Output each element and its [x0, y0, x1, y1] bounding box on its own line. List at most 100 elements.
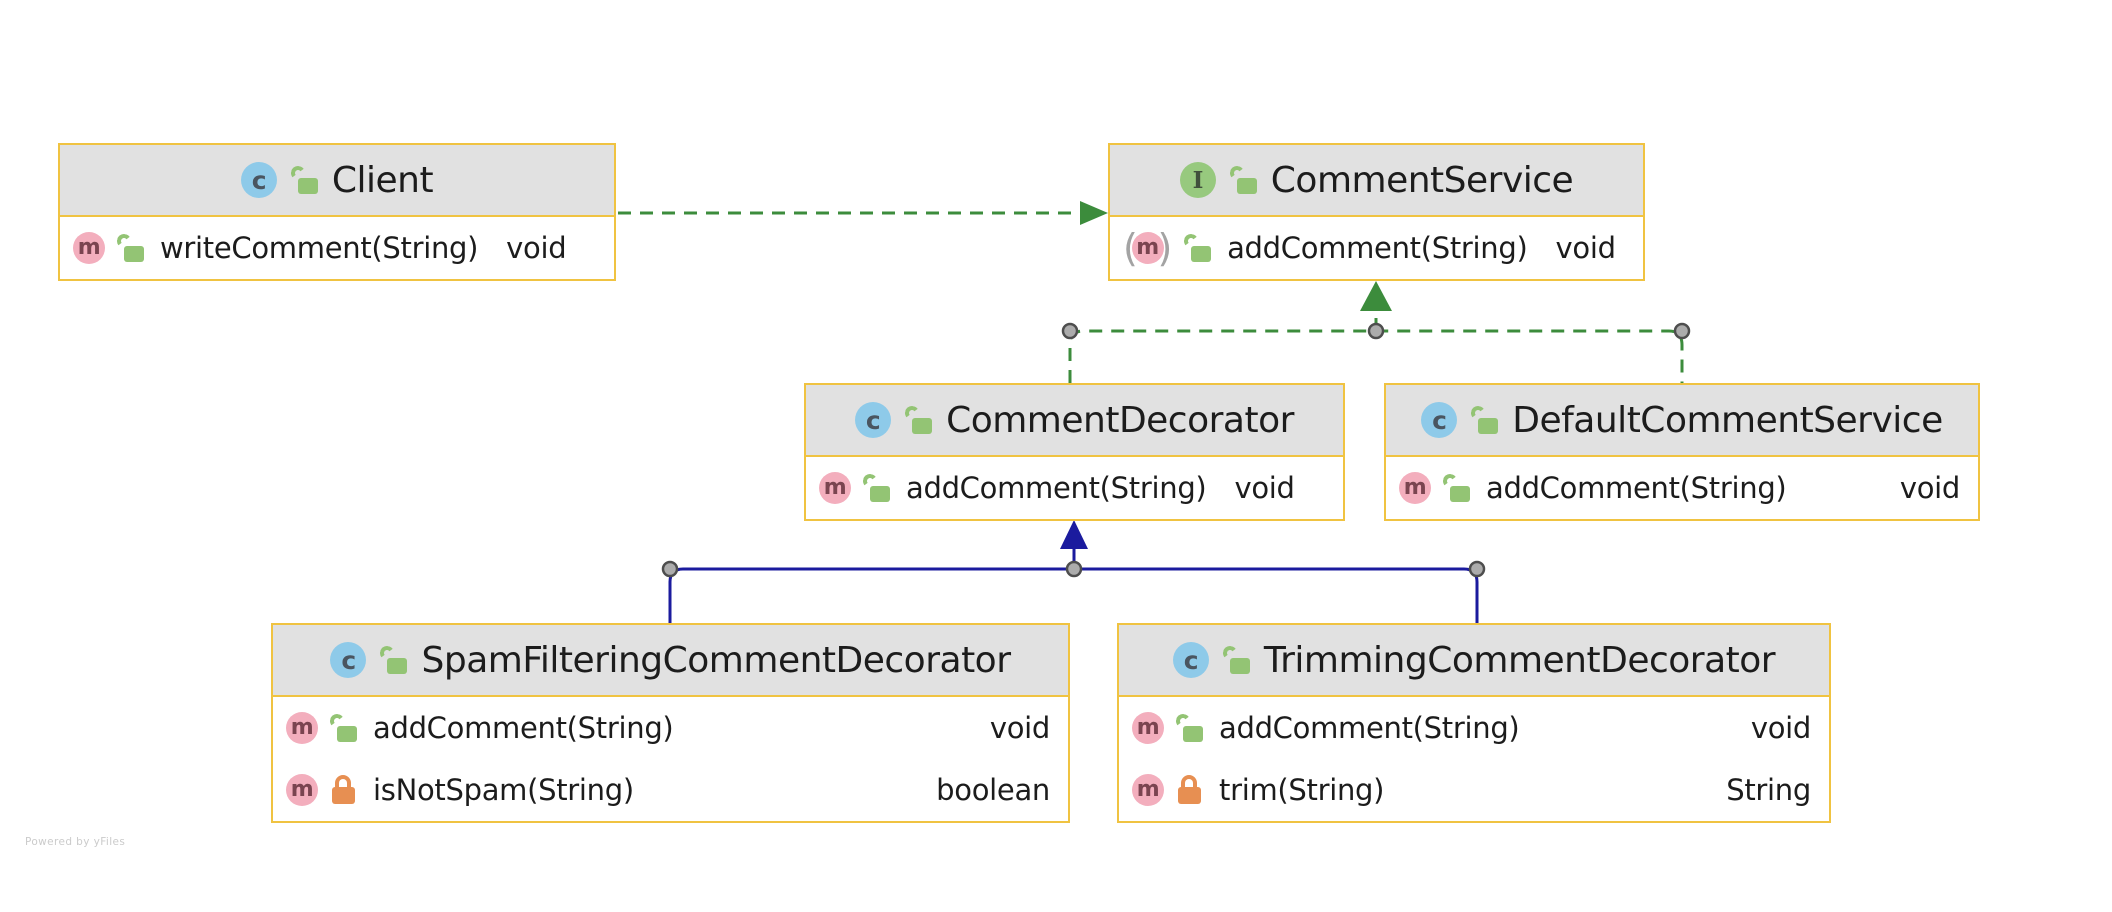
method-signature: writeComment(String)	[160, 231, 479, 265]
interface-icon: I	[1179, 162, 1216, 198]
kind-letter: c	[1432, 405, 1447, 435]
method-return-type: void	[506, 231, 567, 265]
method-signature: addComment(String)	[1227, 231, 1528, 265]
kind-letter: c	[251, 165, 267, 195]
method-signature: addComment(String)	[1486, 471, 1787, 505]
method-signature: addComment(String)	[1219, 711, 1520, 745]
method-icon: m	[1132, 712, 1164, 744]
class-box-comment-service[interactable]: I CommentService m addComment(String) vo…	[1108, 143, 1645, 281]
method-icon: m	[819, 472, 851, 504]
yfiles-watermark: Powered by yFiles	[25, 836, 126, 848]
edge-junction-node[interactable]	[1061, 322, 1079, 340]
method-return-type: void	[1899, 471, 1960, 505]
class-header[interactable]: c CommentDecorator	[806, 385, 1343, 457]
members-section: m addComment(String) void	[1110, 217, 1643, 279]
kind-letter: I	[1192, 166, 1204, 194]
method-icon: m	[1132, 774, 1164, 806]
method-return-type: boolean	[936, 773, 1050, 807]
class-icon: c	[855, 402, 892, 438]
method-signature: trim(String)	[1219, 773, 1385, 807]
method-icon-letter: m	[1132, 712, 1164, 744]
method-return-type: String	[1726, 773, 1811, 807]
members-section: m addComment(String) void m isNotSpam(St…	[273, 697, 1068, 821]
class-header[interactable]: I CommentService	[1110, 145, 1643, 217]
members-section: m writeComment(String) void	[60, 217, 614, 279]
method-icon: m	[286, 712, 318, 744]
class-name: CommentService	[1270, 159, 1574, 201]
dependency-arrowhead-icon	[1080, 201, 1108, 225]
method-signature: addComment(String)	[906, 471, 1207, 505]
method-row[interactable]: m isNotSpam(String) boolean	[273, 759, 1068, 821]
lock-closed-icon	[330, 774, 357, 806]
class-box-client[interactable]: c Client m writeComment(String) void	[58, 143, 616, 281]
inheritance-edges-to-commentdecorator[interactable]	[661, 520, 1486, 623]
method-icon-letter: m	[1132, 774, 1164, 806]
edge-junction-node[interactable]	[1367, 322, 1385, 340]
lock-closed-icon	[1176, 774, 1203, 806]
realization-arrowhead-icon	[1360, 281, 1392, 311]
method-row[interactable]: m addComment(String) void	[1110, 217, 1643, 279]
class-icon: c	[240, 162, 277, 198]
class-box-trimming-comment-decorator[interactable]: c TrimmingCommentDecorator m addComment(…	[1117, 623, 1831, 823]
method-return-type: void	[1234, 471, 1295, 505]
method-row[interactable]: m trim(String) String	[1119, 759, 1829, 821]
method-return-type: void	[1555, 231, 1616, 265]
members-section: m addComment(String) void	[806, 457, 1343, 519]
edge-junction-node[interactable]	[661, 560, 679, 578]
method-row[interactable]: m writeComment(String) void	[60, 217, 614, 279]
dependency-edge-client-to-commentservice[interactable]	[618, 201, 1108, 225]
method-icon-letter: m	[73, 232, 105, 264]
method-row[interactable]: m addComment(String) void	[806, 457, 1343, 519]
lock-open-icon	[1228, 164, 1257, 196]
class-icon: c	[1172, 642, 1209, 678]
lock-open-icon	[1222, 644, 1250, 676]
lock-open-icon	[1175, 712, 1203, 744]
kind-letter: c	[341, 645, 356, 675]
class-icon: c	[330, 642, 367, 678]
class-box-comment-decorator[interactable]: c CommentDecorator m addComment(String) …	[804, 383, 1345, 521]
edge-junction-node[interactable]	[1468, 560, 1486, 578]
method-icon-letter: m	[819, 472, 851, 504]
class-header[interactable]: c SpamFilteringCommentDecorator	[273, 625, 1068, 697]
kind-letter: c	[865, 405, 881, 435]
method-signature: addComment(String)	[373, 711, 674, 745]
lock-open-icon	[1470, 404, 1499, 436]
class-icon: c	[1421, 402, 1458, 438]
method-icon: m	[286, 774, 318, 806]
method-icon-letter: m	[1399, 472, 1431, 504]
method-row[interactable]: m addComment(String) void	[1386, 457, 1978, 519]
lock-open-icon	[116, 232, 144, 264]
method-icon-letter: m	[1131, 232, 1164, 264]
edge-junction-node[interactable]	[1065, 560, 1083, 578]
lock-open-icon	[329, 712, 357, 744]
lock-open-icon	[289, 164, 318, 196]
members-section: m addComment(String) void m trim(String)…	[1119, 697, 1829, 821]
abstract-method-icon: m	[1123, 232, 1172, 264]
edge-junction-node[interactable]	[1673, 322, 1691, 340]
class-name: TrimmingCommentDecorator	[1263, 639, 1776, 681]
lock-open-icon	[862, 472, 890, 504]
class-name: DefaultCommentService	[1512, 399, 1943, 441]
lock-open-icon	[1183, 232, 1212, 264]
members-section: m addComment(String) void	[1386, 457, 1978, 519]
class-header[interactable]: c TrimmingCommentDecorator	[1119, 625, 1829, 697]
realization-edges-to-commentservice[interactable]	[1061, 281, 1691, 383]
method-row[interactable]: m addComment(String) void	[273, 697, 1068, 759]
method-row[interactable]: m addComment(String) void	[1119, 697, 1829, 759]
lock-open-icon	[904, 404, 933, 436]
class-name: SpamFilteringCommentDecorator	[421, 639, 1011, 681]
method-return-type: void	[1750, 711, 1811, 745]
lock-open-icon	[379, 644, 408, 676]
class-box-default-comment-service[interactable]: c DefaultCommentService m addComment(Str…	[1384, 383, 1980, 521]
class-header[interactable]: c Client	[60, 145, 614, 217]
class-header[interactable]: c DefaultCommentService	[1386, 385, 1978, 457]
kind-letter: c	[1183, 645, 1199, 675]
method-signature: isNotSpam(String)	[373, 773, 634, 807]
lock-open-icon	[1442, 472, 1470, 504]
class-box-spam-filtering-comment-decorator[interactable]: c SpamFilteringCommentDecorator m addCom…	[271, 623, 1070, 823]
class-name: CommentDecorator	[946, 399, 1294, 441]
inheritance-arrowhead-icon	[1060, 520, 1088, 549]
method-icon-letter: m	[286, 712, 318, 744]
